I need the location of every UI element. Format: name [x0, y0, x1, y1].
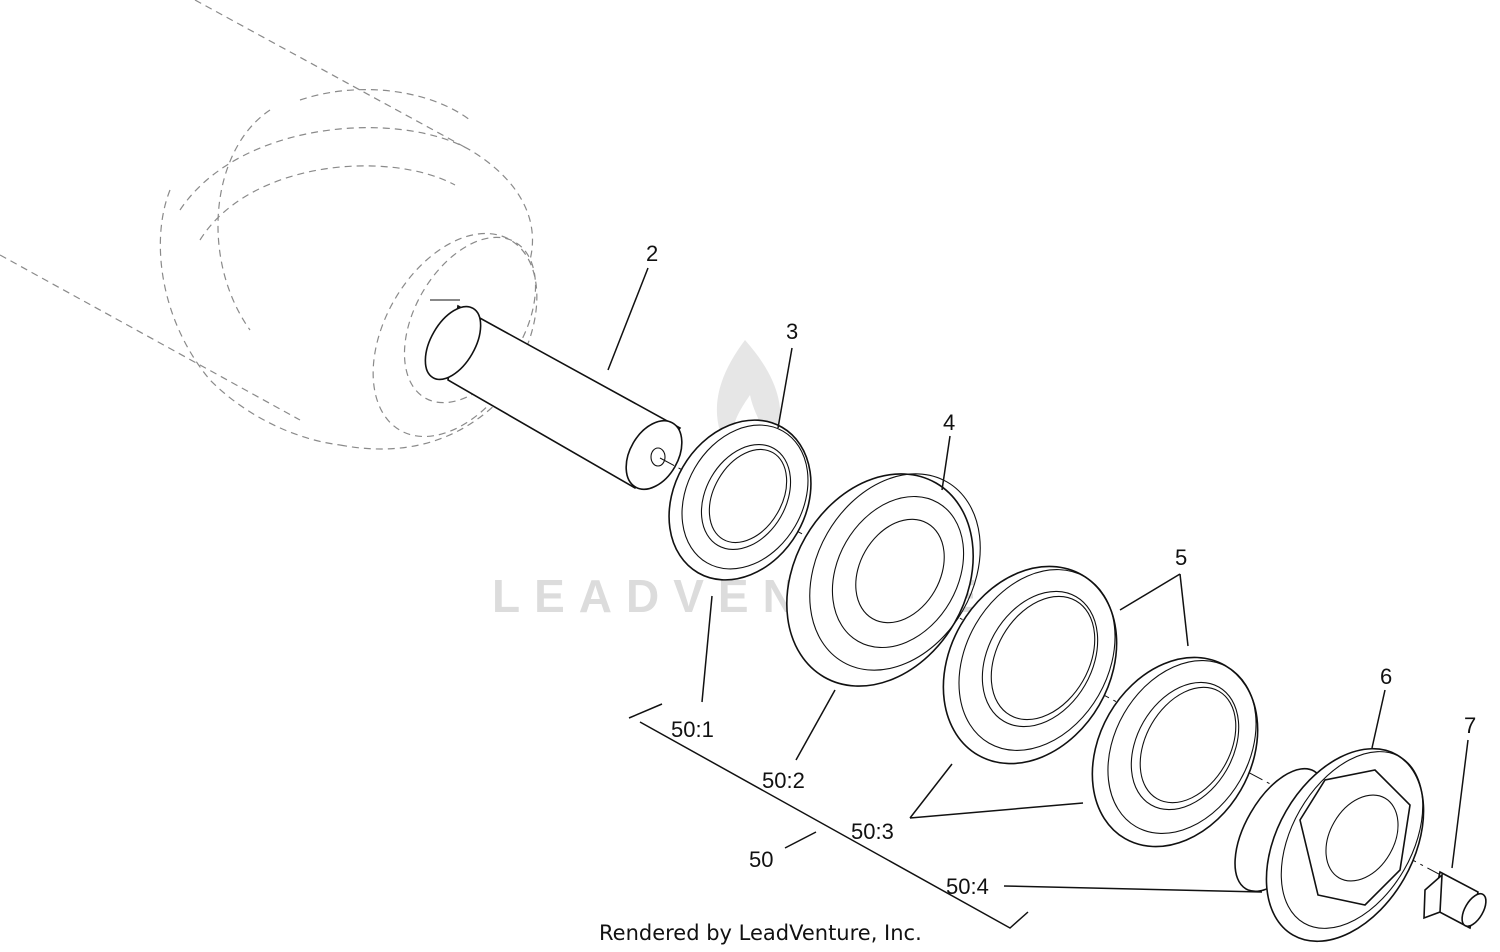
- callout-5: 5: [1175, 545, 1187, 570]
- callout-3: 3: [786, 319, 798, 344]
- seal-50-3-b: [1091, 656, 1259, 848]
- callout-7: 7: [1464, 713, 1476, 738]
- callout-50-3: 50:3: [851, 819, 894, 844]
- leader-lines: [607, 267, 1469, 929]
- callout-50-1: 50:1: [671, 717, 714, 742]
- callouts: 2 3 4 5 6 7 50:1 50:2 50:3 50 50:4: [646, 241, 1476, 899]
- callout-6: 6: [1380, 664, 1392, 689]
- seal-50-1: [668, 419, 812, 581]
- bearing-50-2: [786, 473, 981, 687]
- shaft: [424, 299, 683, 491]
- rendered-by-footer: Rendered by LeadVenture, Inc.: [599, 921, 922, 945]
- grease-fitting: [1423, 870, 1487, 930]
- callout-4: 4: [943, 410, 955, 435]
- callout-50-4: 50:4: [946, 874, 989, 899]
- end-cap-nut: [1234, 747, 1425, 943]
- callout-2: 2: [646, 241, 658, 266]
- seal-50-3-a: [942, 565, 1118, 765]
- callout-50: 50: [749, 847, 773, 872]
- callout-50-2: 50:2: [762, 768, 805, 793]
